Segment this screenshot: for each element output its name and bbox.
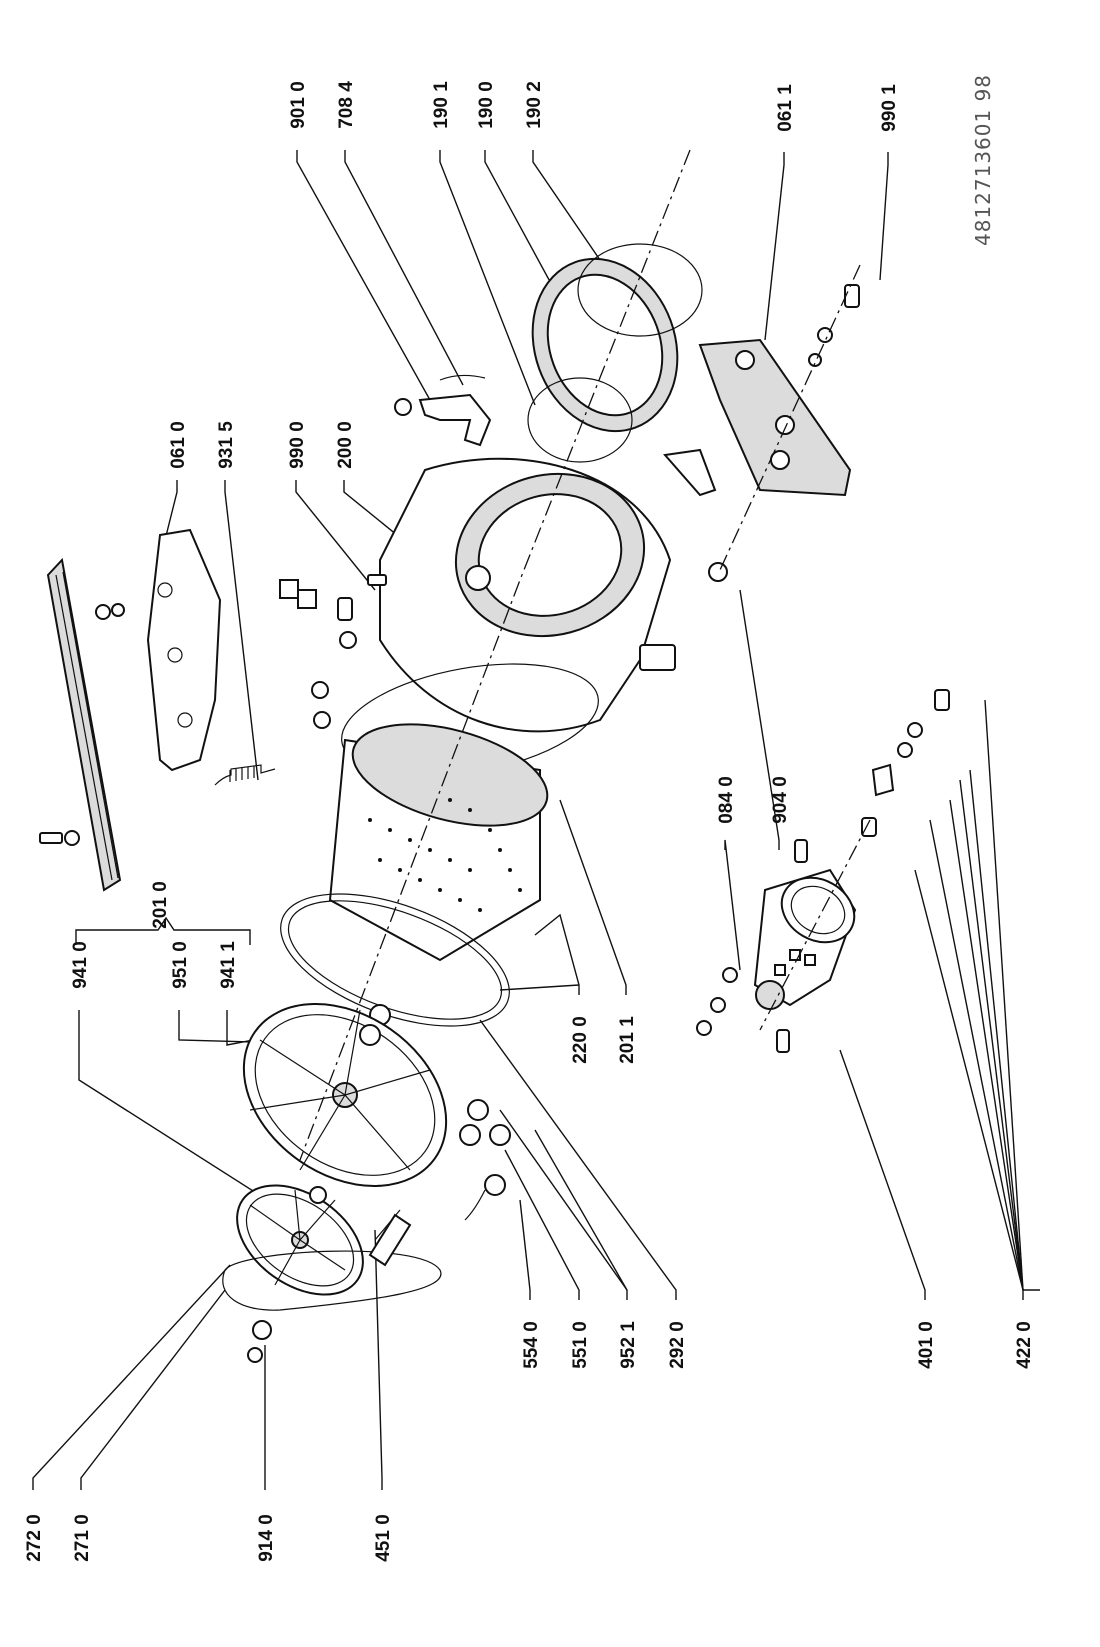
drive-belt <box>222 1250 442 1311</box>
label-914-0: 914 0 <box>256 1514 277 1562</box>
label-272-0: 272 0 <box>24 1514 45 1562</box>
label-551-0: 551 0 <box>570 1321 591 1369</box>
svg-text:084 0: 084 0 <box>716 776 737 824</box>
label-061-0: 061 0 <box>168 421 189 469</box>
label-190-1: 190 1 <box>431 81 452 129</box>
label-190-2: 190 2 <box>524 81 545 129</box>
label-990-0: 990 0 <box>287 421 308 469</box>
hose <box>394 374 492 447</box>
svg-text:551 0: 551 0 <box>570 1321 591 1369</box>
svg-text:4812713601 98: 4812713601 98 <box>971 74 995 246</box>
label-190-0: 190 0 <box>476 81 497 129</box>
label-451-0: 451 0 <box>373 1514 394 1562</box>
svg-text:914 0: 914 0 <box>256 1514 277 1562</box>
svg-text:990 0: 990 0 <box>287 421 308 469</box>
svg-text:190 2: 190 2 <box>524 81 545 129</box>
motor-screws <box>696 839 808 1053</box>
assembly-axis <box>299 149 871 1161</box>
svg-text:271 0: 271 0 <box>72 1514 93 1562</box>
tub <box>379 457 676 733</box>
label-952-1: 952 1 <box>618 1321 639 1369</box>
svg-text:554 0: 554 0 <box>521 1321 542 1369</box>
svg-text:990 1: 990 1 <box>879 84 900 132</box>
label-422-0: 422 0 <box>1014 1321 1035 1369</box>
pulley-nut <box>247 1320 272 1363</box>
bracket-plate <box>663 448 717 497</box>
label-401-0: 401 0 <box>916 1321 937 1369</box>
label-708-4: 708 4 <box>336 81 357 129</box>
nut-904 <box>708 562 728 582</box>
thermostat <box>464 1174 506 1221</box>
tub-back <box>242 1003 448 1187</box>
label-201-0: 201 0 <box>150 881 171 929</box>
motor-mount-hardware <box>861 689 950 837</box>
label-084-0: 084 0 <box>716 776 737 824</box>
svg-text:708 4: 708 4 <box>336 81 357 129</box>
label-941-0: 941 0 <box>70 941 91 989</box>
label-271-0: 271 0 <box>72 1514 93 1562</box>
label-200-0: 200 0 <box>335 421 356 469</box>
drum-pulley <box>236 1184 364 1296</box>
label-201-1: 201 1 <box>617 1016 638 1064</box>
door-seal <box>527 243 703 463</box>
counterweight-front <box>698 338 852 497</box>
svg-text:272 0: 272 0 <box>24 1514 45 1562</box>
svg-text:952 1: 952 1 <box>618 1321 639 1369</box>
svg-text:931 5: 931 5 <box>216 421 237 469</box>
svg-text:941 1: 941 1 <box>218 941 239 989</box>
svg-text:190 0: 190 0 <box>476 81 497 129</box>
svg-text:201 1: 201 1 <box>617 1016 638 1064</box>
svg-text:451 0: 451 0 <box>373 1514 394 1562</box>
small-fixings <box>279 574 387 729</box>
svg-text:220 0: 220 0 <box>570 1016 591 1064</box>
svg-text:951 0: 951 0 <box>170 941 191 989</box>
label-292-0: 292 0 <box>667 1321 688 1369</box>
label-941-1: 941 1 <box>218 941 239 989</box>
svg-text:061 1: 061 1 <box>775 84 796 132</box>
svg-text:190 1: 190 1 <box>431 81 452 129</box>
rail-screws <box>39 603 125 846</box>
rail-bar <box>46 557 122 892</box>
motor <box>753 868 857 1010</box>
label-061-1: 061 1 <box>775 84 796 132</box>
bearings <box>459 1099 511 1146</box>
svg-text:422 0: 422 0 <box>1014 1321 1035 1369</box>
counterweight-top <box>146 528 222 772</box>
label-931-5: 931 5 <box>216 421 237 469</box>
svg-text:901 0: 901 0 <box>288 81 309 129</box>
svg-text:401 0: 401 0 <box>916 1321 937 1369</box>
heater-clip <box>368 1209 412 1267</box>
label-554-0: 554 0 <box>521 1321 542 1369</box>
svg-text:061 0: 061 0 <box>168 421 189 469</box>
label-990-1: 990 1 <box>879 84 900 132</box>
spring <box>214 764 276 786</box>
leader-lines <box>32 150 1040 1490</box>
svg-text:292 0: 292 0 <box>667 1321 688 1369</box>
svg-text:201 0: 201 0 <box>150 881 171 929</box>
screw-990-1 <box>808 284 860 367</box>
label-901-0: 901 0 <box>288 81 309 129</box>
svg-text:941 0: 941 0 <box>70 941 91 989</box>
drum <box>328 723 549 962</box>
label-220-0: 220 0 <box>570 1016 591 1064</box>
label-951-0: 951 0 <box>170 941 191 989</box>
svg-text:200 0: 200 0 <box>335 421 356 469</box>
document-number: 4812713601 98 <box>971 74 995 246</box>
